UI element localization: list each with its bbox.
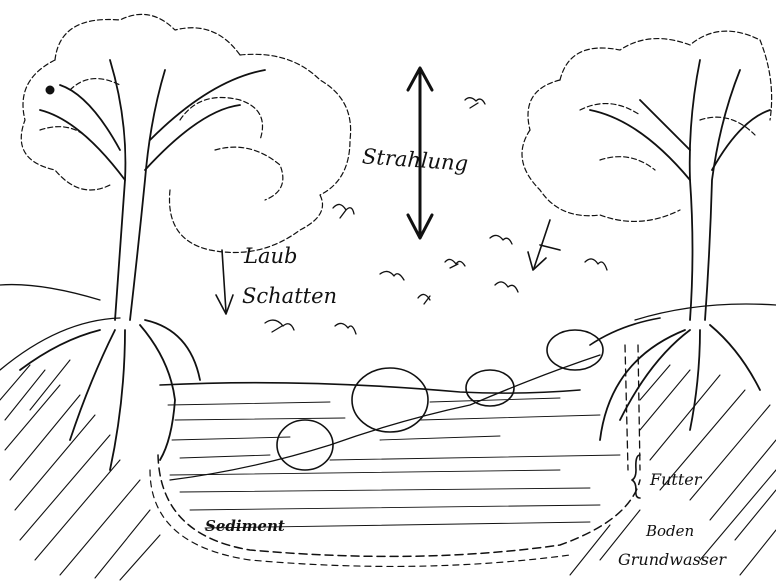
label-grundwasser: Grundwasser (618, 552, 726, 568)
label-futter: Futter (650, 472, 701, 488)
falling-leaf-arrow-icon (528, 220, 560, 270)
label-boden: Boden (646, 524, 694, 539)
bracket-icon (632, 455, 640, 498)
label-schatten: Schatten (242, 286, 337, 307)
left-tree-icon (20, 14, 351, 470)
label-sediment: Sediment (205, 519, 285, 534)
laub-arrow-icon (216, 250, 233, 314)
right-tree-icon (522, 31, 772, 440)
label-laub: Laub (244, 246, 297, 267)
